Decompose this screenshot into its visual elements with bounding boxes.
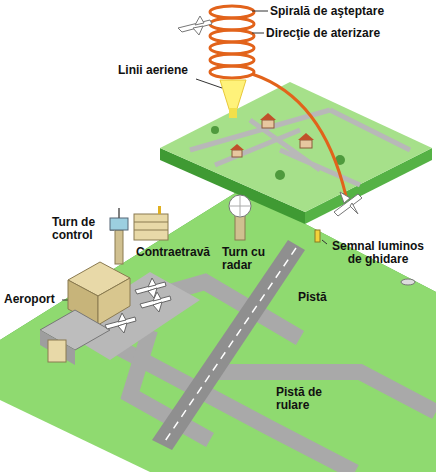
terminal-part xyxy=(48,340,66,362)
holding-spiral-part xyxy=(210,54,254,66)
map-panel-part xyxy=(262,120,274,128)
map-panel-part xyxy=(298,133,314,140)
map-panel xyxy=(160,82,432,224)
leader-lines-part xyxy=(252,33,264,34)
callout-label: Turn cu radar xyxy=(222,246,278,272)
terminal-part xyxy=(40,330,75,365)
radar-tower-part xyxy=(229,195,251,217)
apron-planes xyxy=(105,278,171,333)
apron-planes-part xyxy=(153,302,162,312)
guide-light xyxy=(315,230,320,242)
holding-spiral-part xyxy=(210,18,254,30)
light-cone-part xyxy=(229,108,237,118)
runway-part xyxy=(163,248,296,444)
terminal-part xyxy=(98,278,130,325)
plane-top xyxy=(178,16,212,35)
callout-label: Linii aeriene xyxy=(118,64,208,77)
ground-sheet xyxy=(0,190,436,472)
map-panel-part xyxy=(230,144,244,150)
map-panel-part xyxy=(275,170,285,180)
runway-part xyxy=(152,240,305,450)
control-tower xyxy=(110,208,128,264)
terminal-part xyxy=(134,222,168,223)
holding-spiral-part xyxy=(210,66,254,78)
leader-lines-part xyxy=(252,11,268,12)
terminal-part xyxy=(134,230,168,231)
control-tower-part xyxy=(115,230,123,264)
terminal-part xyxy=(134,214,168,240)
callout-label: Semnal luminos de ghidare xyxy=(326,240,430,266)
holding-spiral-part xyxy=(252,74,346,196)
control-tower-part xyxy=(118,208,120,218)
map-panel-part xyxy=(190,110,410,185)
saucer-light-part xyxy=(401,279,415,285)
apron-planes-part xyxy=(118,323,127,333)
taxiways-part xyxy=(210,372,436,412)
callout-label: Contraetravă xyxy=(136,246,220,259)
light-cone-part xyxy=(220,80,246,112)
apron-planes-part xyxy=(118,313,126,322)
plane-landing-part xyxy=(340,192,350,203)
holding-spiral-part xyxy=(210,30,254,42)
terminal xyxy=(40,206,168,365)
guide-light-part xyxy=(315,230,320,242)
map-panel-part xyxy=(211,126,219,134)
map-panel-part xyxy=(232,150,242,157)
ground-sheet-part xyxy=(0,190,436,472)
saucer-light xyxy=(401,279,415,285)
light-cone xyxy=(220,80,246,118)
apron-planes-part xyxy=(148,278,156,287)
plane-top-part xyxy=(193,26,203,35)
apron-planes-part xyxy=(153,292,161,301)
holding-spiral-part xyxy=(210,6,254,18)
radar-tower xyxy=(229,195,251,240)
radar-tower-part xyxy=(230,195,250,217)
leader-lines-part xyxy=(196,79,222,88)
callout-label: Turn de control xyxy=(52,216,110,242)
callout-label: Pistă de rulare xyxy=(276,386,338,412)
map-panel-part xyxy=(300,140,312,148)
callout-label: Direcţie de aterizare xyxy=(266,27,431,40)
leader-lines-part xyxy=(322,240,327,244)
runway xyxy=(152,240,305,450)
callout-label: Pistă xyxy=(298,291,348,304)
callout-label: Aeroport xyxy=(4,293,64,306)
plane-top-part xyxy=(195,16,204,25)
plane-landing xyxy=(334,192,362,216)
terminal-part xyxy=(158,206,161,214)
holding-spiral-part xyxy=(210,42,254,54)
control-tower-part xyxy=(110,218,128,230)
plane-landing-part xyxy=(350,203,358,214)
callout-label: Spirală de aşteptare xyxy=(270,5,430,18)
map-panel-part xyxy=(260,113,276,120)
